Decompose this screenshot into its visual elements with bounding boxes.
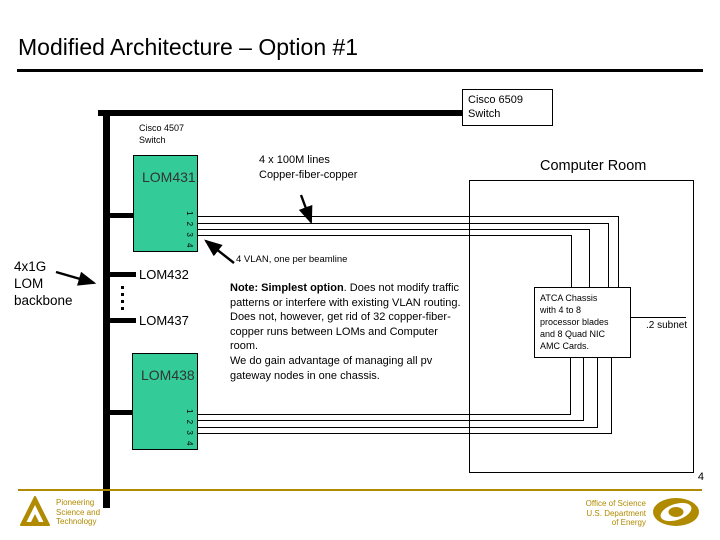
lom431-node: LOM431 1 2 3 4	[133, 155, 198, 252]
backbone-vertical-line	[103, 110, 110, 508]
lom438-stub-line	[103, 410, 133, 415]
connector-431-2-h	[198, 223, 609, 224]
backbone-label: 4x1G LOM backbone	[14, 259, 73, 308]
connector-431-3-v	[589, 229, 590, 287]
connector-438-3-v	[597, 357, 598, 428]
connector-438-4-h	[198, 433, 612, 434]
connector-438-3-h	[198, 427, 598, 428]
argonne-logo-icon	[20, 496, 50, 526]
lom431-ports: 1 2 3 4	[185, 211, 194, 250]
note-block: Note: Simplest option. Does not modify t…	[230, 281, 464, 383]
connector-438-2-h	[198, 420, 584, 421]
atca-chassis-label: ATCA Chassis with 4 to 8 processor blade…	[540, 293, 609, 351]
connector-431-4-h	[198, 235, 572, 236]
note-paragraph-1: Note: Simplest option. Does not modify t…	[230, 281, 464, 310]
note-after-bold: . Does not modify traffic patterns or in…	[230, 282, 461, 309]
connector-431-4-v	[571, 235, 572, 287]
lom438-label: LOM438	[141, 367, 195, 383]
footer-right-tagline: Office of Science U.S. Department of Ene…	[585, 499, 646, 527]
subnet-label: .2 subnet	[646, 320, 688, 331]
lom437-stub-line	[110, 318, 136, 323]
connector-431-1-v	[618, 216, 619, 287]
connector-438-4-v	[611, 357, 612, 434]
cisco-4507-switch-label: Cisco 4507 Switch	[139, 123, 185, 145]
footer-left-tagline: Pioneering Science and Technology	[56, 498, 101, 526]
lom432-stub-line	[110, 272, 136, 277]
title-underline	[17, 69, 703, 72]
backbone-top-link-line	[98, 110, 462, 116]
arrow-100m-lines	[298, 194, 313, 225]
connector-438-2-v	[583, 357, 584, 421]
doe-logo-icon	[653, 498, 699, 526]
cisco-6509-switch-label: Cisco 6509 Switch	[468, 94, 524, 120]
atca-chassis-box: ATCA Chassis with 4 to 8 processor blade…	[534, 287, 631, 358]
lom431-stub-line	[103, 213, 134, 218]
connector-431-2-v	[608, 223, 609, 287]
connector-438-1-v	[570, 357, 571, 415]
lom438-ports: 1 2 3 4	[185, 409, 194, 448]
slide-title: Modified Architecture – Option #1	[18, 34, 359, 60]
lom431-label: LOM431	[142, 169, 196, 185]
subnet-line	[631, 317, 686, 318]
arrow-vlan	[204, 239, 235, 264]
vlan-label: 4 VLAN, one per beamline	[236, 254, 348, 265]
note-paragraph-2: Does not, however, get rid of 32 copper-…	[230, 311, 451, 353]
note-bold: Note: Simplest option	[230, 282, 344, 294]
cisco-6509-switch-box: Cisco 6509 Switch	[462, 89, 553, 126]
more-loms-ellipsis	[121, 286, 124, 310]
note-paragraph-3: We do gain advantage of managing all pv …	[230, 354, 433, 382]
lom437-label: LOM437	[139, 313, 189, 328]
computer-room-title: Computer Room	[540, 158, 647, 174]
page-number: 4	[697, 471, 704, 483]
computer-room-boundary	[469, 180, 694, 473]
lom438-node: LOM438 1 2 3 4	[132, 353, 198, 450]
connector-438-1-h	[198, 414, 571, 415]
copper-fiber-lines-label: 4 x 100M lines Copper-fiber-copper	[259, 154, 358, 181]
lom432-label: LOM432	[139, 267, 189, 282]
connector-431-3-h	[198, 229, 590, 230]
footer-divider-line	[18, 489, 702, 491]
connector-431-1-h	[198, 216, 619, 217]
